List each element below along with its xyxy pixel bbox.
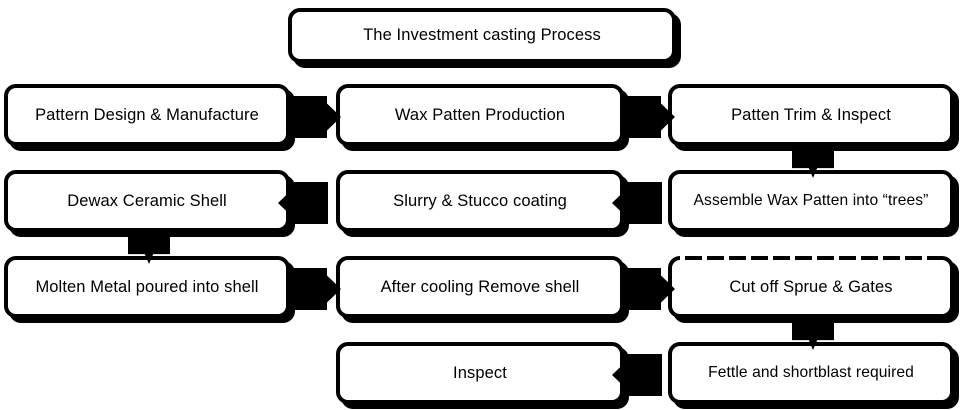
node-inspect[interactable]: Inspect	[336, 342, 624, 404]
node-after-cooling-remove-shell[interactable]: After cooling Remove shell	[336, 256, 624, 318]
node-label: Pattern Design & Manufacture	[35, 105, 259, 124]
node-dewax-ceramic-shell[interactable]: Dewax Ceramic Shell	[4, 170, 290, 232]
node-label: Cut off Sprue & Gates	[729, 277, 893, 296]
connector-arrow-right-row1-col1-col2	[291, 96, 341, 138]
node-assemble-wax-patten-trees[interactable]: Assemble Wax Patten into “trees”	[668, 170, 954, 232]
node-label: Dewax Ceramic Shell	[67, 191, 227, 210]
node-label: Molten Metal poured into shell	[35, 277, 259, 296]
node-label: Assemble Wax Patten into “trees”	[693, 192, 929, 210]
node-slurry-stucco-coating[interactable]: Slurry & Stucco coating	[336, 170, 624, 232]
connector-arrow-right-row3-col1-col2	[291, 268, 341, 310]
node-patten-trim-inspect[interactable]: Patten Trim & Inspect	[668, 84, 954, 146]
node-label: Wax Patten Production	[394, 105, 566, 124]
node-cut-off-sprue-gates[interactable]: Cut off Sprue & Gates	[668, 256, 954, 318]
node-label: Inspect	[453, 363, 507, 382]
title-box-label: The Investment casting Process	[363, 26, 601, 45]
node-label: Patten Trim & Inspect	[731, 105, 891, 124]
node-molten-metal-poured[interactable]: Molten Metal poured into shell	[4, 256, 290, 318]
node-wax-patten-production[interactable]: Wax Patten Production	[336, 84, 624, 146]
title-box[interactable]: The Investment casting Process	[288, 8, 676, 63]
node-label: Slurry & Stucco coating	[393, 191, 567, 210]
node-label: After cooling Remove shell	[380, 277, 580, 296]
node-fettle-shortblast[interactable]: Fettle and shortblast required	[668, 342, 954, 404]
node-label: Fettle and shortblast required	[708, 364, 914, 382]
node-pattern-design-manufacture[interactable]: Pattern Design & Manufacture	[4, 84, 290, 146]
